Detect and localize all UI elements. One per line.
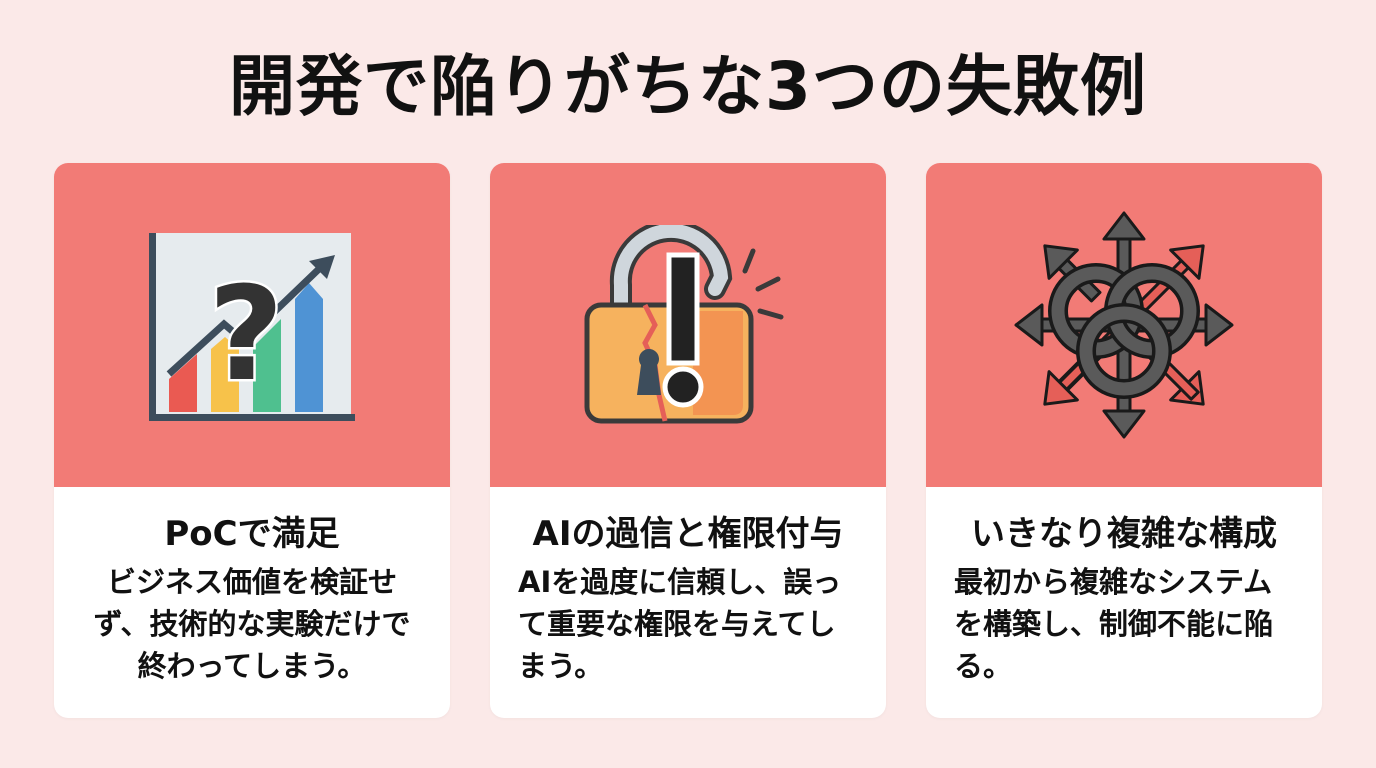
card-illustration-area: ? — [54, 163, 450, 487]
chart-question-icon: ? — [149, 233, 355, 421]
tangled-arrows-icon — [1014, 211, 1234, 439]
page-title: 開発で陥りがちな3つの失敗例 — [229, 48, 1147, 125]
card-description: ビジネス価値を検証せず、技術的な実験だけで終わってしまう。 — [93, 565, 411, 683]
card-heading: いきなり複雑な構成 — [971, 514, 1277, 554]
card-description: AIを過度に信頼し、誤って重要な権限を与えてしまう。 — [518, 565, 842, 683]
failure-card-poc: ? PoCで満足 ビジネス価値を検証せず、技術的な実験だけで終わってしまう。 — [54, 163, 450, 718]
failure-card-ai-overtrust: AIの過信と権限付与 AIを過度に信頼し、誤って重要な権限を与えてしまう。 — [490, 163, 886, 718]
card-illustration-area — [926, 163, 1322, 487]
card-heading: PoCで満足 — [164, 514, 340, 554]
card-heading: AIの過信と権限付与 — [532, 514, 844, 554]
card-illustration-area — [490, 163, 886, 487]
svg-text:?: ? — [208, 258, 283, 410]
failure-card-complex-architecture: いきなり複雑な構成 最初から複雑なシステムを構築し、制御不能に陥る。 — [926, 163, 1322, 718]
card-description: 最初から複雑なシステムを構築し、制御不能に陥る。 — [954, 565, 1274, 683]
broken-lock-warning-icon — [584, 225, 784, 424]
